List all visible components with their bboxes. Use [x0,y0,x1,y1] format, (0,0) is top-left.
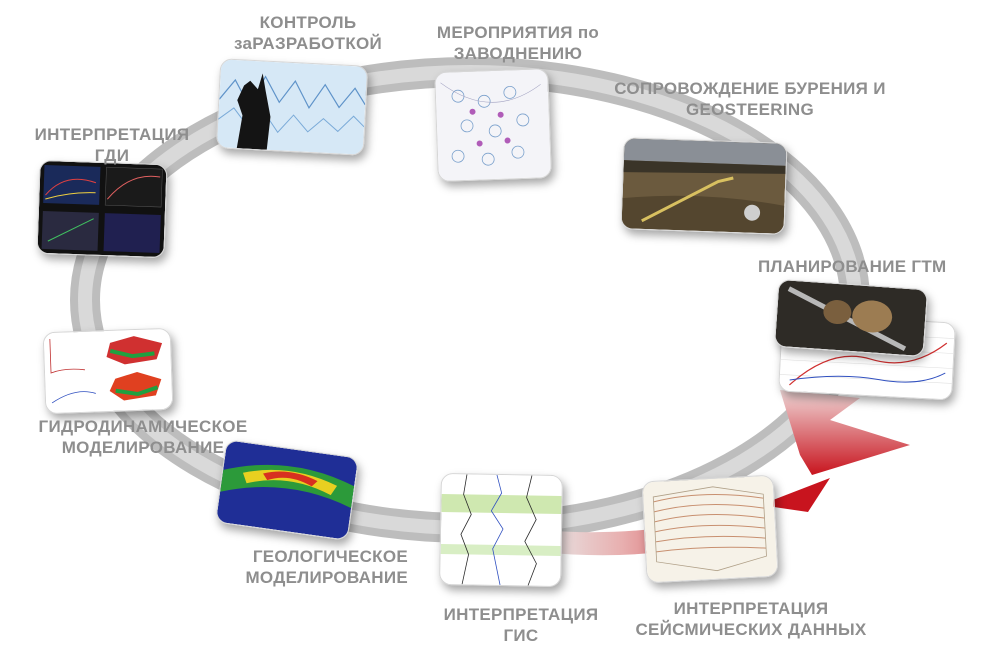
stage-label-gis: ИНТЕРПРЕТАЦИЯ ГИС [426,604,616,646]
stage-label-hydromodel: ГИДРОДИНАМИЧЕСКОЕ МОДЕЛИРОВАНИЕ [8,416,278,458]
stage-label-line: ИНТЕРПРЕТАЦИЯ [34,125,190,144]
stage-label-line: МОДЕЛИРОВАНИЕ [245,568,408,587]
stage-label-line: СЕЙСМИЧЕСКИХ ДАННЫХ [635,620,867,639]
stage-label-line: ГИС [503,626,539,645]
stage-label-line: ИНТЕРПРЕТАЦИЯ [443,605,599,624]
tile-gis-image [439,472,563,588]
tile-seismic-image [641,474,779,584]
stage-label-line: заРАЗРАБОТКОЙ [233,34,383,53]
red-arrow-lower [760,478,830,512]
stage-label-line: ГДИ [94,146,130,165]
stage-label-line: ГЕОЛОГИЧЕСКОЕ [252,547,408,566]
stage-label-line: ИНТЕРПРЕТАЦИЯ [673,599,829,618]
stage-label-line: КОНТРОЛЬ [259,13,357,32]
stage-label-gtm: ПЛАНИРОВАНИЕ ГТМ [758,256,947,277]
tile-waterflood-image [434,68,552,182]
stage-label-line: МЕРОПРИЯТИЯ по [436,23,600,42]
tile-drilling-image [620,137,788,235]
stage-label-line: ГИДРОДИНАМИЧЕСКОЕ [38,417,248,436]
stage-label-line: ЗАВОДНЕНИЮ [453,44,583,63]
tile-geomodel-image [214,439,360,541]
stage-label-line: ПЛАНИРОВАНИЕ ГТМ [758,257,947,276]
stage-label-waterflood: МЕРОПРИЯТИЯ по ЗАВОДНЕНИЮ [418,22,618,64]
tile-control-image [215,58,369,156]
stage-label-line: МОДЕЛИРОВАНИЕ [61,438,225,457]
stage-label-line: GEOSTEERING [686,100,814,119]
tile-hydromodel-image [42,327,174,415]
stage-label-gdi: ИНТЕРПРЕТАЦИЯ ГДИ [12,124,212,166]
stage-label-line: СОПРОВОЖДЕНИЕ БУРЕНИЯ И [614,79,886,98]
stage-label-control: КОНТРОЛЬ заРАЗРАБОТКОЙ [228,12,388,54]
stage-label-drilling: СОПРОВОЖДЕНИЕ БУРЕНИЯ И GEOSTEERING [590,78,910,120]
stage-label-seismic: ИНТЕРПРЕТАЦИЯ СЕЙСМИЧЕСКИХ ДАННЫХ [618,598,884,640]
stage-label-geomodel: ГЕОЛОГИЧЕСКОЕ МОДЕЛИРОВАНИЕ [196,546,408,588]
tile-gdi-image [36,159,168,259]
red-arrow-head [780,390,910,475]
tile-gtm-photo-image [773,278,929,358]
